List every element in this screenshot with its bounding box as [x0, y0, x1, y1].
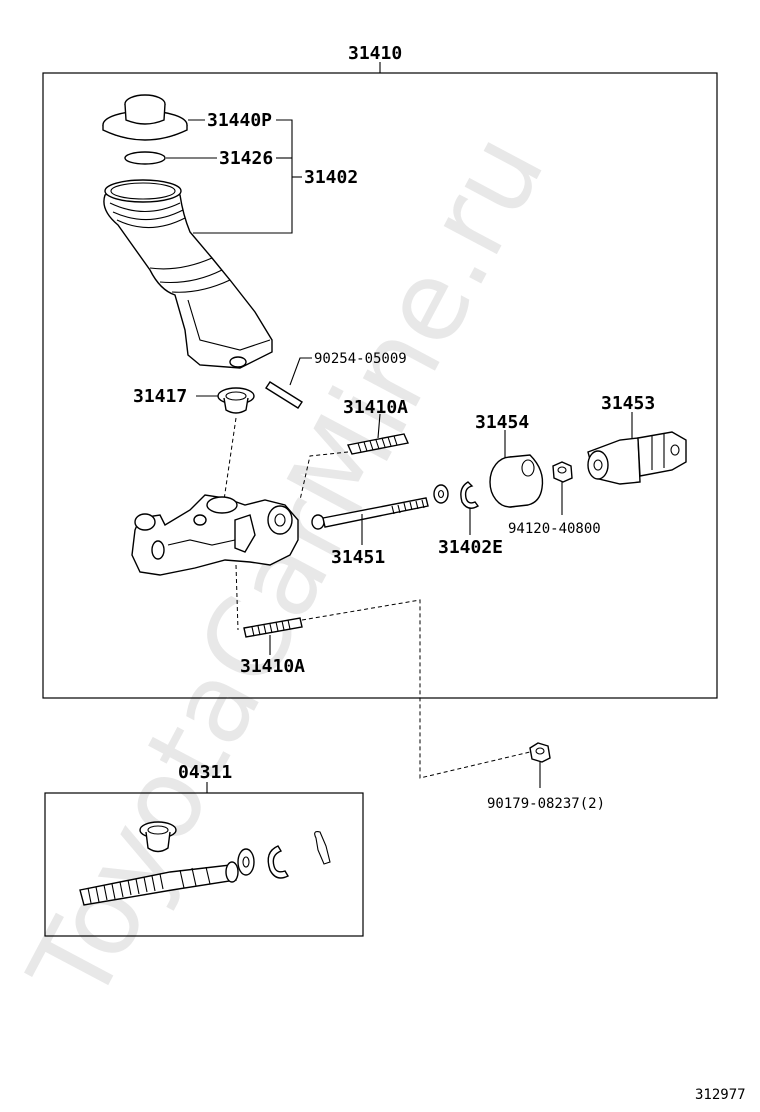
nut-icon [552, 461, 573, 483]
label-90179-08237[interactable]: 90179-08237(2) [487, 796, 605, 812]
pin-icon [265, 381, 303, 409]
kit-frame [44, 792, 364, 937]
label-94120-40800[interactable]: 94120-40800 [508, 521, 601, 537]
grommet-icon [217, 387, 255, 414]
label-31451[interactable]: 31451 [331, 547, 385, 568]
push-rod-icon [311, 497, 429, 530]
diagram-number: 312977 [695, 1087, 746, 1103]
stud-bottom-icon [243, 617, 303, 638]
reservoir-icon [103, 179, 273, 369]
reservoir-cap-icon [102, 94, 188, 141]
kit-label[interactable]: 04311 [178, 762, 232, 783]
kit-cotter-pin-icon [314, 831, 331, 865]
gasket-icon [124, 151, 166, 165]
label-31402E[interactable]: 31402E [438, 537, 503, 558]
label-31417[interactable]: 31417 [133, 386, 187, 407]
label-31440P[interactable]: 31440P [207, 110, 272, 131]
piston-spring-icon [79, 861, 239, 906]
clevis-icon [587, 431, 687, 485]
label-31426[interactable]: 31426 [219, 148, 273, 169]
boot-icon [489, 454, 544, 508]
stud-icon [347, 433, 409, 455]
label-90254-05009[interactable]: 90254-05009 [314, 351, 407, 367]
label-31402[interactable]: 31402 [304, 167, 358, 188]
watermark-text: ToyotaCarMine.ru [4, 114, 569, 1023]
washer-icon [433, 484, 449, 504]
assembly-label[interactable]: 31410 [348, 43, 402, 64]
label-31410A-top[interactable]: 31410A [343, 397, 408, 418]
label-31453[interactable]: 31453 [601, 393, 655, 414]
kit-grommet-icon [139, 821, 177, 853]
label-31410A-bottom[interactable]: 31410A [240, 656, 305, 677]
kit-washer-icon [237, 848, 255, 876]
kit-snap-ring-icon [267, 845, 289, 879]
label-31454[interactable]: 31454 [475, 412, 529, 433]
snap-ring-icon [460, 481, 480, 509]
master-cylinder-icon [131, 494, 299, 576]
flange-nut-icon [529, 742, 551, 763]
